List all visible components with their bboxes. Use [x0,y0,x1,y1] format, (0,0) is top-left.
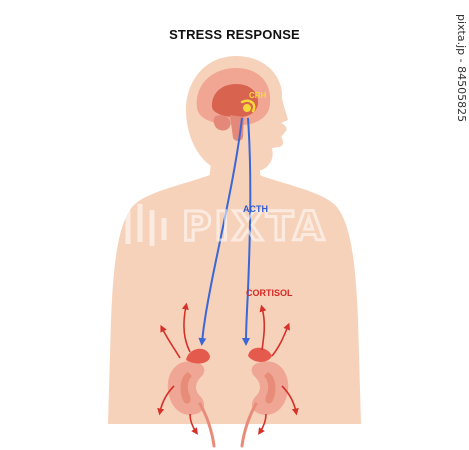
cortisol-arrow-right-down [281,385,299,416]
right-adrenal-gland [248,347,272,362]
cortisol-label: CORTISOL [246,288,293,298]
acth-arrow-left [198,117,243,346]
cortisol-arrow-right-up [259,304,267,351]
acth-arrow-right [242,117,252,346]
right-kidney-highlight [264,372,276,404]
watermark-side-caption: pixta.jp - 84505825 [455,14,468,123]
right-ureter [240,402,258,448]
cortisol-arrow-right-bottom [258,413,267,435]
hypothalamus-icon [243,104,251,112]
brain [196,68,271,141]
watermark: PIXTA [125,203,327,252]
cortisol-arrows [157,302,299,435]
watermark-text: PIXTA [182,204,327,250]
cortisol-arrow-left-down [157,385,175,416]
acth-label: ACTH [243,204,268,214]
acth-pathway [198,117,252,346]
cerebellum [213,115,231,131]
cortisol-arrow-left-bottom [189,413,198,435]
left-adrenal-gland [186,348,210,364]
cortisol-arrow-left-up [181,302,191,353]
diagram-title: STRESS RESPONSE [169,27,300,42]
left-kidney-highlight [180,372,192,404]
torso-shape [108,175,361,424]
left-kidney-group [167,348,216,448]
right-kidney-group [240,347,289,448]
crh-label: CRH [249,91,267,100]
left-ureter [198,402,216,448]
watermark-logo-icon [125,204,167,246]
cortisol-arrow-right-out [271,322,290,357]
cortisol-arrow-left-out [160,324,181,359]
crh-curl-icon [240,99,256,113]
